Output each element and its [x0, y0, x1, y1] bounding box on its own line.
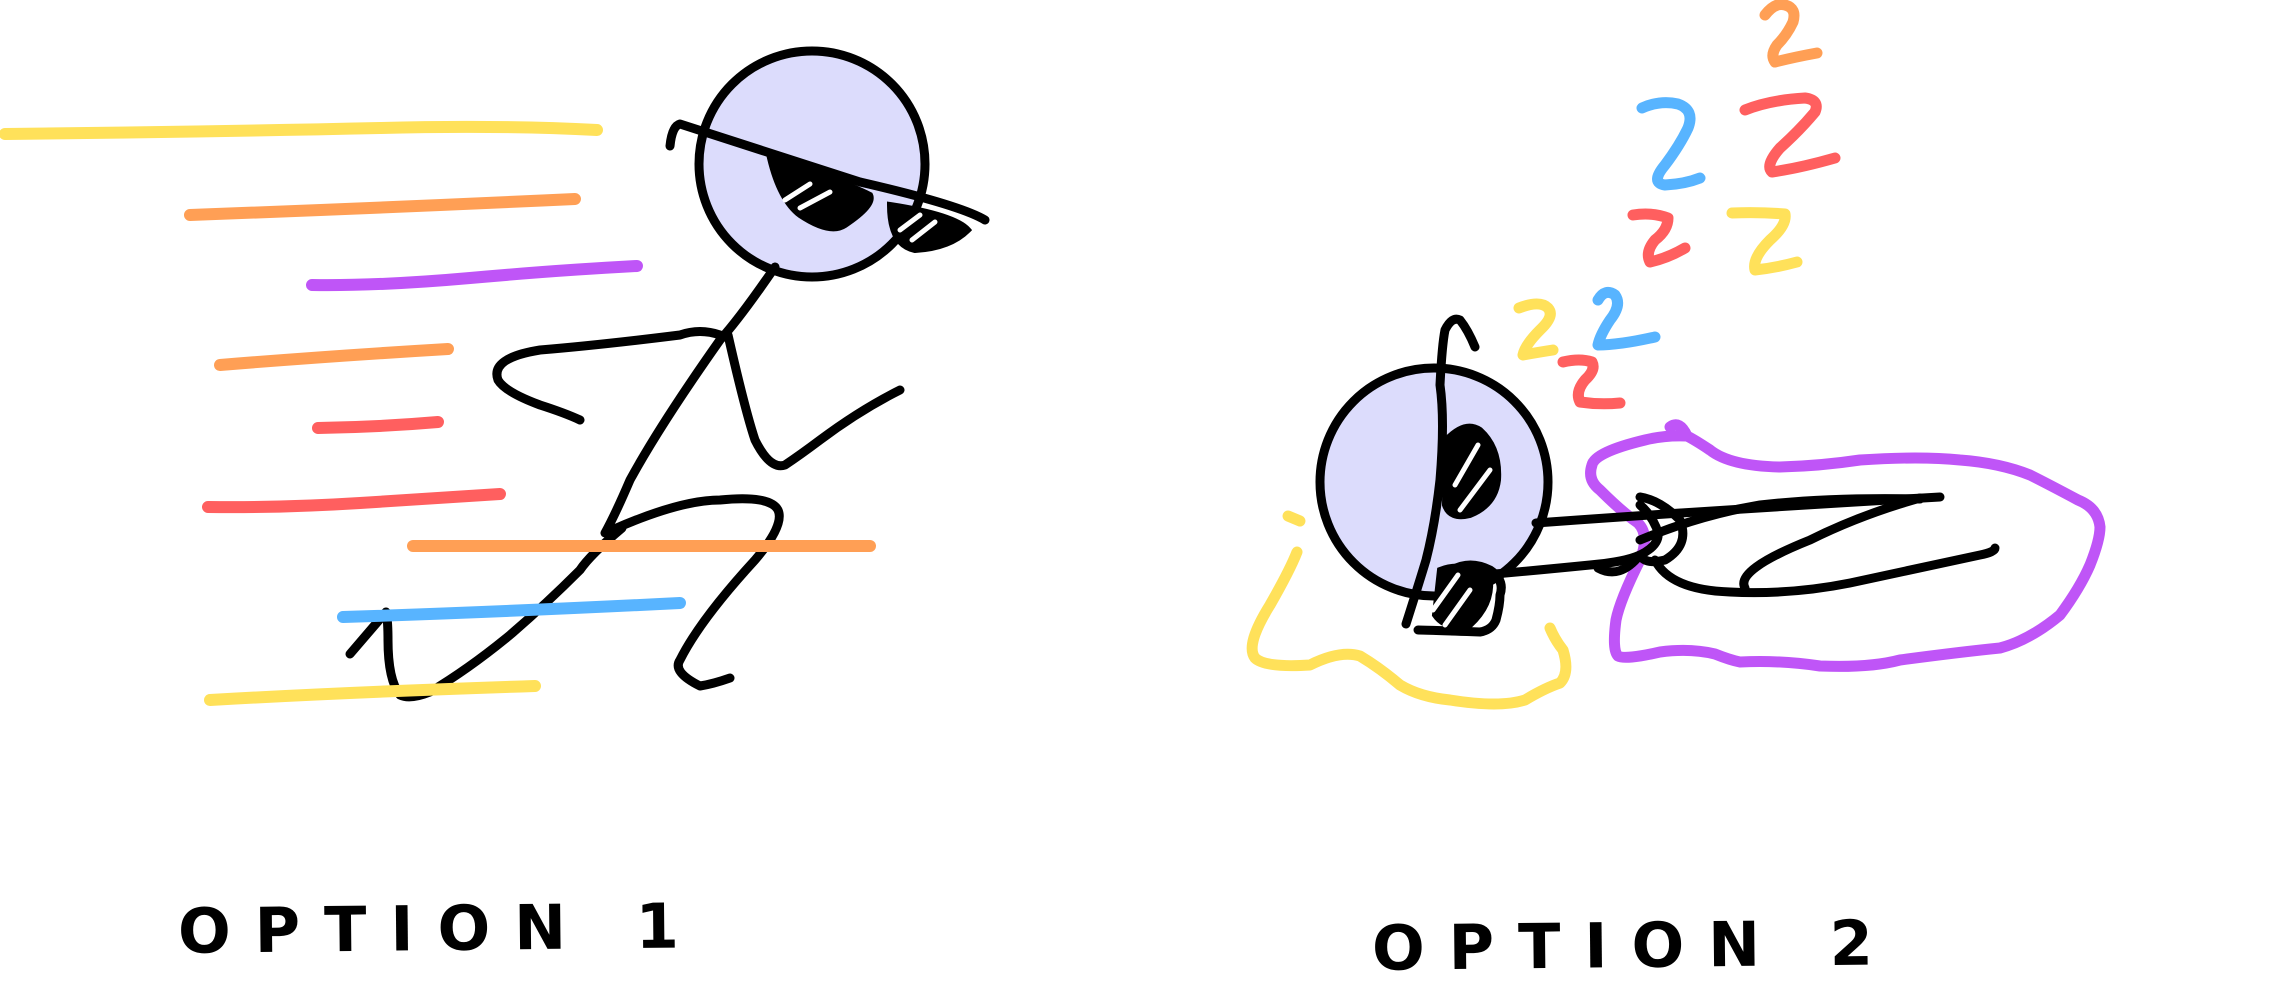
speed-line-purple [306, 260, 643, 292]
pillow-outline [1246, 546, 1572, 710]
z-icon-blue-big [1636, 97, 1706, 191]
runner-front-arm [723, 330, 905, 471]
speed-line-red-2 [202, 488, 506, 514]
runner-back-arm [492, 327, 725, 425]
sleeper-hand [1593, 492, 1688, 577]
speed-line-red-1 [312, 416, 444, 434]
z-icon-yellow-mid [1726, 207, 1803, 276]
sleeper-arm [1401, 314, 1480, 629]
speed-line-orange-2 [214, 343, 454, 371]
sleeper-head [1315, 363, 1553, 601]
z-icon-red-small [1557, 354, 1626, 410]
runner-front-leg [607, 494, 784, 691]
blanket-outline [1585, 419, 2106, 672]
option-2-label: OPTION 2 [1371, 906, 1898, 985]
sleeper-sunglasses-icon [1430, 423, 1502, 630]
sleep-z-icons [1513, 0, 1841, 410]
z-icon-blue-small [1592, 286, 1661, 351]
sunglasses-icon [665, 119, 990, 254]
sleeper-leg-2 [1650, 493, 2000, 598]
z-icon-yellow-small [1513, 298, 1559, 361]
speed-line-yellow-top [0, 120, 603, 140]
sleeper-arm-2 [1413, 560, 1506, 637]
z-icon-orange-top [1759, 0, 1823, 68]
speed-line-orange-1 [184, 193, 581, 221]
option-1-label: OPTION 1 [177, 889, 704, 968]
runner-torso [600, 262, 780, 538]
running-figure [0, 46, 990, 706]
z-icon-red-big [1739, 92, 1841, 178]
speed-line-blue [337, 597, 686, 623]
sleeping-figure [1246, 0, 2106, 710]
z-icon-red-mid [1627, 208, 1691, 268]
speed-lines [0, 120, 643, 514]
speed-line-yellow-bottom [204, 680, 541, 706]
